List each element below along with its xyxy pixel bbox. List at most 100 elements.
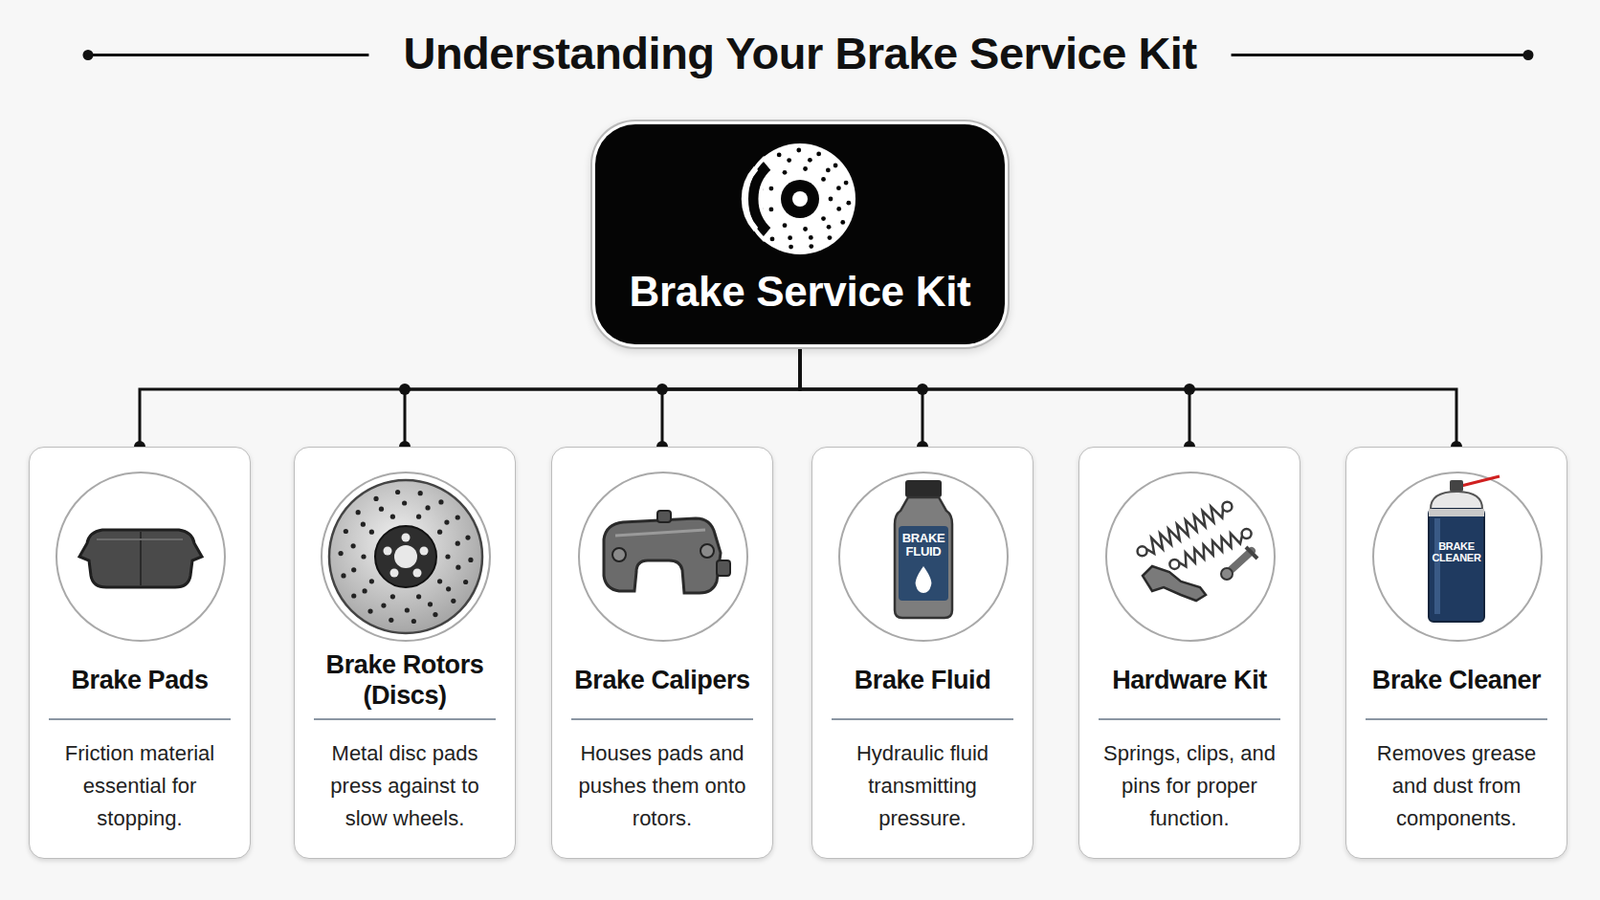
card-description: Friction material essential for stopping… — [43, 737, 237, 836]
card-description: Houses pads and pushes them onto rotors. — [565, 737, 759, 836]
drill-hole — [450, 599, 456, 604]
card-heading: Brake Rotors (Discs) — [308, 649, 502, 712]
drill-hole — [788, 244, 794, 250]
card-heading: Hardware Kit — [1111, 665, 1267, 696]
drill-hole — [467, 557, 473, 563]
spring-coil — [1146, 507, 1223, 555]
drill-hole — [445, 586, 451, 592]
drill-hole — [777, 153, 782, 158]
divider-rule — [1365, 718, 1548, 721]
drill-hole — [369, 578, 375, 584]
drill-hole — [826, 224, 832, 230]
drill-hole — [351, 593, 356, 599]
tree-connector — [404, 344, 800, 447]
drill-hole — [432, 612, 438, 618]
brake-disc-icon — [595, 124, 1005, 268]
drill-hole — [825, 168, 831, 174]
drill-hole — [807, 157, 813, 163]
drill-hole — [770, 237, 776, 243]
title-rule-dot — [1523, 49, 1534, 61]
drill-hole — [427, 601, 433, 607]
divider-rule — [313, 718, 496, 721]
component-card: Brake CalipersHouses pads and pushes the… — [551, 446, 774, 860]
card-heading: Brake Calipers — [574, 665, 751, 696]
title-bar: Understanding Your Brake Service Kit — [0, 26, 1600, 80]
drill-hole — [782, 170, 788, 176]
spring-coil — [1178, 533, 1243, 568]
drill-hole — [787, 235, 793, 241]
drill-hole — [455, 565, 461, 571]
drill-hole — [836, 185, 842, 191]
drill-hole — [404, 607, 410, 613]
drill-hole — [360, 554, 366, 559]
tree-connector — [139, 344, 800, 447]
drill-hole — [390, 514, 396, 520]
drill-hole — [438, 499, 444, 505]
hardware-kit-icon — [1079, 447, 1302, 649]
tree-connector — [800, 344, 1457, 447]
drill-hole — [351, 543, 356, 549]
drill-hole — [360, 522, 366, 528]
spring-hook — [1169, 559, 1179, 570]
divider-rule — [48, 718, 231, 721]
drill-hole — [816, 152, 822, 157]
junction-dot — [399, 383, 411, 396]
drill-hole — [845, 200, 851, 206]
drill-hole — [444, 554, 450, 559]
drill-hole — [465, 534, 470, 540]
drill-hole — [821, 216, 826, 222]
brake-caliper-icon — [552, 447, 775, 649]
drill-hole — [380, 602, 386, 608]
title-rule — [88, 53, 369, 57]
drill-hole — [416, 594, 422, 600]
kit-root-box: Brake Service Kit — [595, 124, 1005, 345]
drill-hole — [401, 500, 407, 506]
drill-hole — [455, 514, 461, 520]
component-card: Hardware KitSprings, clips, and pins for… — [1078, 446, 1301, 860]
brake-rotor-icon — [294, 447, 517, 649]
drill-hole — [411, 619, 417, 624]
drill-hole — [388, 618, 394, 623]
title-rule — [1231, 53, 1529, 57]
card-heading: Brake Pads — [70, 665, 208, 696]
drill-hole — [769, 186, 775, 192]
drill-hole — [373, 496, 378, 502]
card-heading-area: Brake Calipers — [565, 646, 759, 714]
drill-hole — [395, 489, 400, 495]
drill-hole — [840, 220, 845, 225]
component-card: Brake PadsFriction material essential fo… — [28, 446, 251, 860]
drill-hole — [802, 226, 808, 232]
drill-hole — [827, 235, 833, 241]
tree-connector — [800, 344, 923, 447]
drill-hole — [437, 530, 443, 535]
drill-hole — [833, 163, 839, 169]
title-rule-dot — [83, 49, 94, 61]
spring-hook — [1242, 529, 1252, 539]
drill-hole — [361, 588, 367, 594]
drill-hole — [821, 177, 826, 182]
drill-hole — [828, 197, 834, 202]
divider-rule — [831, 718, 1014, 721]
component-card: Brake FluidHydraulic fluid transmitting … — [811, 446, 1034, 860]
card-heading: Brake Cleaner — [1372, 665, 1541, 696]
drill-hole — [782, 222, 788, 228]
card-description: Removes grease and dust from components. — [1359, 737, 1554, 836]
drill-hole — [437, 578, 443, 584]
drill-hole — [343, 529, 349, 534]
drill-hole — [844, 180, 849, 186]
tree-connector — [800, 344, 1190, 447]
component-card: Brake CleanerRemoves grease and dust fro… — [1345, 446, 1568, 860]
package-label: BRAKE FLUID — [898, 532, 949, 558]
drill-hole — [455, 541, 461, 547]
drill-hole — [808, 244, 814, 249]
card-description: Springs, clips, and pins for proper func… — [1092, 737, 1287, 836]
drill-hole — [378, 507, 384, 512]
kit-heading: Brake Service Kit — [614, 267, 986, 316]
drill-hole — [444, 519, 449, 525]
drill-hole — [355, 510, 361, 515]
card-heading-area: Brake Fluid — [825, 646, 1020, 714]
drill-hole — [786, 157, 792, 163]
spring-hook — [1137, 546, 1148, 556]
drill-hole — [416, 514, 422, 520]
junction-dot — [916, 383, 929, 396]
